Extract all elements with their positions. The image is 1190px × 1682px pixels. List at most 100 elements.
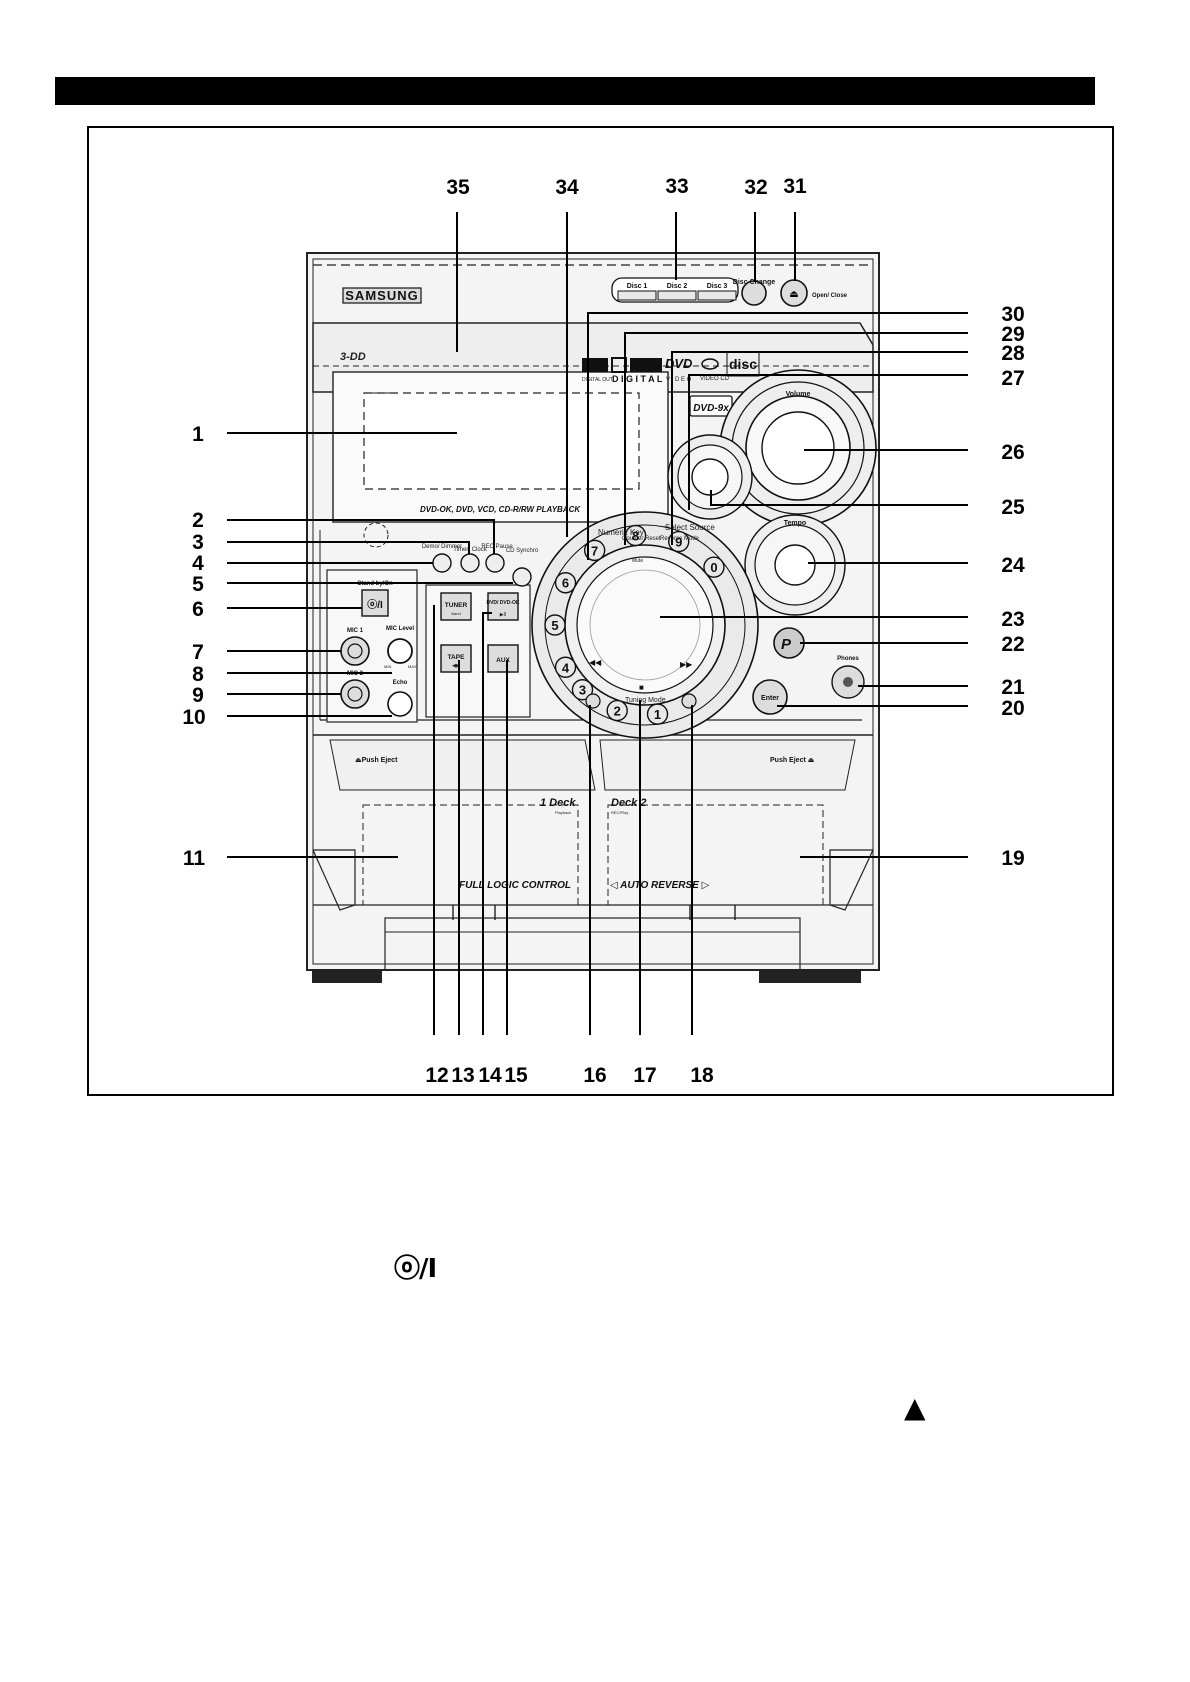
rec-pause-button[interactable] (485, 553, 505, 573)
volume-knob[interactable] (761, 411, 835, 485)
callout-15: 15 (504, 1064, 528, 1087)
numeric-key-6[interactable] (554, 572, 577, 594)
callout-21: 21 (1001, 676, 1025, 699)
callout-3: 3 (192, 531, 204, 554)
svg-text:MIC Level: MIC Level (386, 626, 414, 632)
echo-knob[interactable] (387, 691, 413, 717)
callout-1: 1 (192, 423, 204, 446)
numeric-key-4[interactable] (554, 656, 577, 678)
callout-27: 27 (1001, 367, 1024, 390)
svg-text:DVD/ DVD-OK: DVD/ DVD-OK (486, 600, 519, 606)
svg-text:Disc 1: Disc 1 (627, 283, 648, 290)
standby-on-button[interactable] (361, 589, 389, 617)
numeric-key-label: 9 (675, 535, 682, 550)
tempo-knob-group: Tempo (744, 514, 846, 616)
callout-32: 32 (744, 176, 767, 199)
numeric-key-2[interactable] (606, 699, 628, 722)
playback-label: DVD-OK, DVD, VCD, CD-R/RW PLAYBACK (420, 505, 581, 514)
svg-text:Counter Reset: Counter Reset (622, 536, 661, 542)
function-buttons: TUNER Band DVD/ DVD-OK ▶II TAPE ◀▶ AUX (440, 592, 520, 673)
svg-text:VIDEO CD: VIDEO CD (700, 376, 730, 382)
tape-button[interactable] (440, 644, 472, 673)
svg-text:⏏Push Eject: ⏏Push Eject (355, 757, 398, 764)
svg-text:Echo: Echo (393, 680, 408, 686)
callout-20: 20 (1001, 697, 1024, 720)
dts-logo: dts (588, 361, 603, 372)
jog-dial[interactable] (576, 556, 714, 694)
svg-text:D I G I T A L: D I G I T A L (612, 374, 663, 384)
select-source-knob[interactable] (691, 458, 729, 496)
svg-text:3-DD: 3-DD (340, 351, 366, 363)
svg-text:TUNER: TUNER (445, 602, 468, 609)
svg-text:Disc 2: Disc 2 (667, 283, 688, 290)
svg-text:Tempo: Tempo (784, 520, 806, 527)
callout-5: 5 (192, 573, 204, 596)
brand-area: SAMSUNG 3-DD (340, 287, 422, 363)
numeric-key-0[interactable] (703, 556, 725, 578)
svg-text:V I D E O: V I D E O (666, 377, 692, 383)
demo-dimmer-button[interactable] (432, 553, 452, 573)
numeric-key-label: 5 (551, 618, 558, 633)
numeric-key-7[interactable] (583, 539, 606, 562)
previous-icon: ◀◀ (589, 658, 602, 667)
disc-selector: Disc 1 Disc 2 Disc 3 Disc Change ⏏ Open/… (611, 277, 848, 307)
callout-14: 14 (478, 1064, 502, 1087)
callout-33: 33 (665, 175, 688, 198)
mic-2-jack[interactable] (340, 679, 370, 709)
callout-9: 9 (192, 684, 204, 707)
compact-disc-logo: disc (729, 356, 757, 372)
standby-symbol-icon: ⓞ/I (394, 1254, 437, 1284)
disc-3-button[interactable] (697, 290, 737, 301)
dvd-ok-button[interactable] (487, 592, 519, 621)
svg-text:Phones: Phones (837, 656, 859, 662)
callouts-left: 1 2 3 4 5 6 7 8 9 10 11 (182, 423, 205, 870)
mic-level-knob[interactable] (387, 638, 413, 664)
svg-text:Push Eject ⏏: Push Eject ⏏ (770, 757, 814, 764)
callout-19: 19 (1001, 847, 1024, 870)
svg-text:AUX: AUX (496, 657, 510, 664)
cd-synchro-button[interactable] (512, 567, 532, 587)
callout-26: 26 (1001, 441, 1024, 464)
numeric-key-label: 7 (591, 543, 598, 558)
leader-lines (227, 212, 968, 1035)
tuner-button[interactable] (440, 592, 472, 621)
callout-4: 4 (192, 552, 204, 575)
numeric-key-5[interactable] (544, 614, 566, 636)
numeric-key-label: 2 (614, 704, 621, 719)
callouts-bottom: 12 13 14 15 16 17 18 (425, 1064, 714, 1087)
svg-text:Disc Change: Disc Change (733, 279, 776, 286)
mic-1-jack[interactable] (340, 636, 370, 666)
numeric-key-label: 0 (710, 560, 717, 575)
callout-35: 35 (446, 176, 470, 199)
deck-2-label: Deck 2 (611, 797, 646, 809)
ring-right-button[interactable] (681, 693, 697, 709)
svg-text:◀▶: ◀▶ (452, 663, 460, 669)
svg-text:Demo/ Dimmer: Demo/ Dimmer (422, 544, 462, 550)
tempo-knob[interactable] (774, 544, 816, 586)
small-buttons: Demo/ Dimmer Timer/ Clock REC Pause CD S… (420, 505, 581, 587)
callout-8: 8 (192, 663, 204, 686)
svg-text:▶II: ▶II (500, 612, 507, 618)
numeric-key-1[interactable] (646, 703, 669, 725)
deck-labels: ⏏Push Eject Push Eject ⏏ 1 Deck Playback… (355, 757, 814, 891)
stop-icon: ■ (639, 683, 644, 692)
timer-clock-button[interactable] (460, 553, 480, 573)
ring-left-button[interactable] (585, 693, 601, 709)
numeric-key-3[interactable] (571, 679, 594, 701)
callout-6: 6 (192, 598, 204, 621)
numeric-key-9[interactable] (668, 530, 690, 553)
callout-25: 25 (1001, 496, 1025, 519)
aux-button[interactable] (487, 644, 519, 673)
callouts-top: 35 34 33 32 31 (446, 175, 807, 199)
select-source-knob-group (667, 434, 753, 520)
disc-1-button[interactable] (617, 290, 657, 301)
svg-text:Playback: Playback (555, 810, 571, 815)
disc-2-button[interactable] (657, 290, 697, 301)
callout-30: 30 (1001, 303, 1024, 326)
callout-2: 2 (192, 509, 204, 532)
full-logic-label: FULL LOGIC CONTROL (459, 880, 571, 891)
eject-triangle-icon: ▲ (904, 1391, 926, 1424)
svg-text:Timer/ Clock: Timer/ Clock (453, 547, 487, 553)
